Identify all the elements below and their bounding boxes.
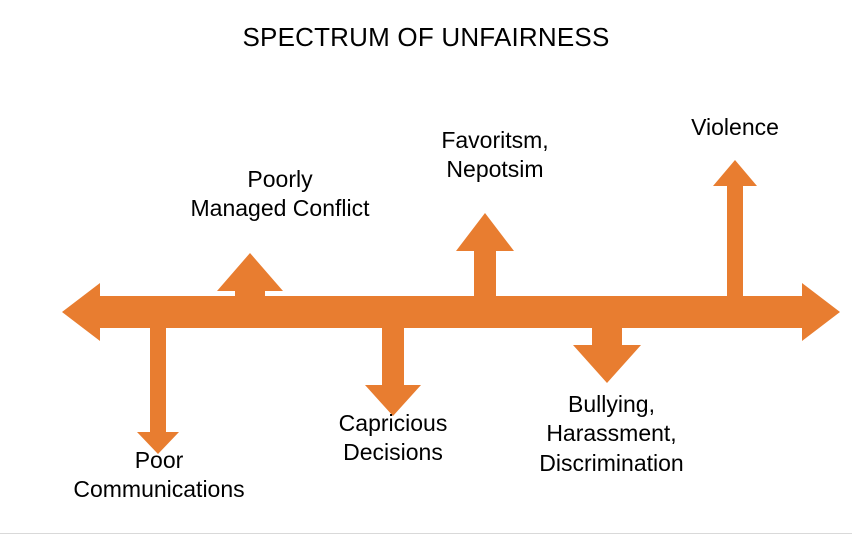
marker-arrow-poorly-managed-conflict [217,253,283,312]
marker-arrow-capricious-decisions [365,320,421,416]
marker-arrow-poor-communications [137,320,179,454]
marker-arrow-favoritism-nepotism [456,213,514,312]
page-title: SPECTRUM OF UNFAIRNESS [242,22,610,52]
marker-arrow-violence [713,160,757,312]
marker-arrow-bullying-harassment-discrimination [573,320,641,383]
spectrum-axis-arrow [62,283,840,341]
